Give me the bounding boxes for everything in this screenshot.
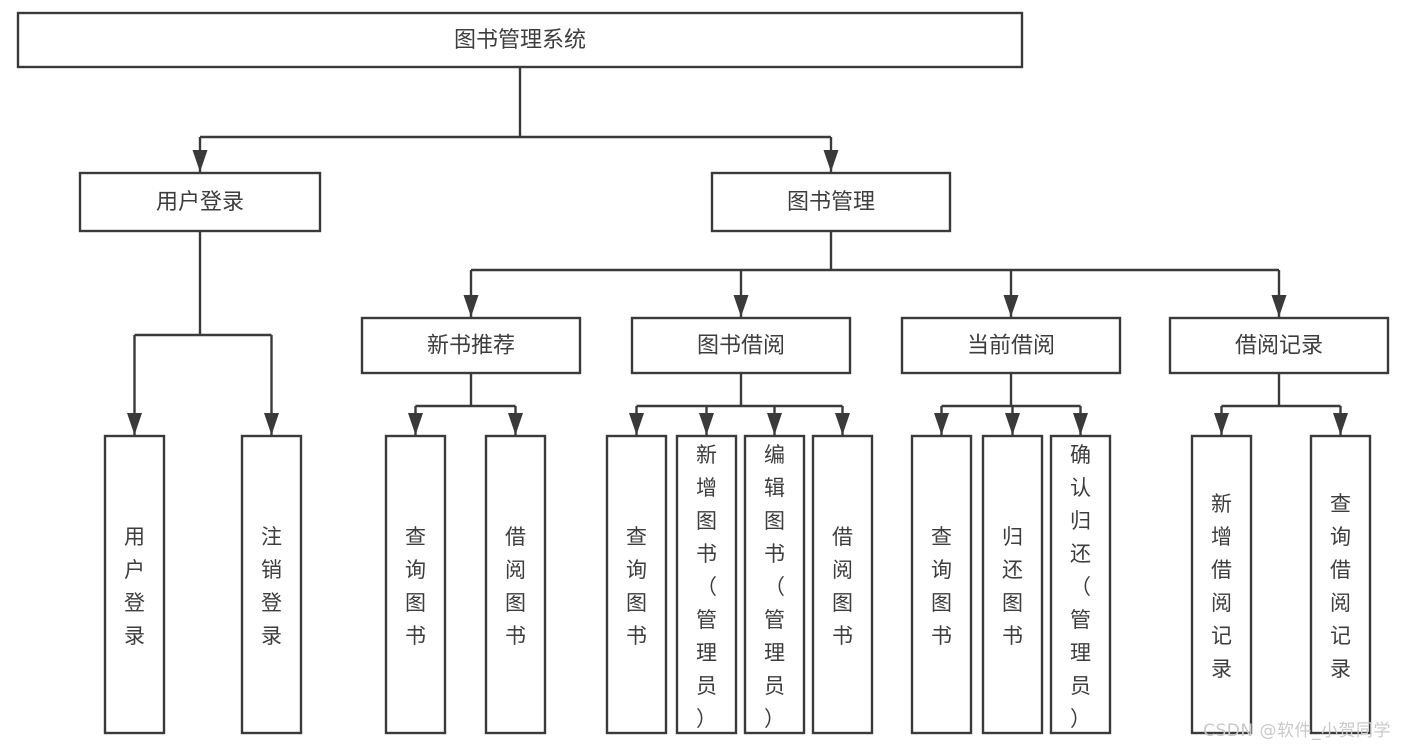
node-label: 新书推荐 [427, 334, 515, 359]
node-leaf-bb-query[interactable]: 查询图书 [605, 434, 668, 735]
node-label: 确认归还（管理员） [1070, 443, 1091, 731]
connector-group [127, 231, 279, 435]
node-box[interactable] [710, 171, 952, 233]
node-leaf-rec-add[interactable]: 新增借阅记录 [1190, 434, 1253, 735]
connector-group [629, 373, 850, 435]
arrow-head [508, 413, 523, 435]
node-l3-new-book[interactable]: 新书推荐 [360, 316, 582, 375]
node-label: 借阅图书 [832, 525, 853, 648]
connector-group [463, 231, 1287, 317]
node-label: 查询借阅记录 [1330, 492, 1351, 681]
node-leaf-bb-borrow[interactable]: 借阅图书 [811, 434, 874, 735]
node-label: 借阅图书 [505, 525, 526, 648]
arrow-head [629, 413, 644, 435]
arrow-head [1214, 413, 1229, 435]
node-leaf-cb-confirm[interactable]: 确认归还（管理员） [1049, 434, 1112, 735]
node-box[interactable] [1190, 434, 1253, 735]
node-layer: 图书管理系统用户登录图书管理新书推荐图书借阅当前借阅借阅记录用户登录注销登录查询… [16, 11, 1390, 735]
node-label: 查询图书 [626, 525, 647, 648]
arrow-head [733, 295, 749, 317]
node-leaf-user-login[interactable]: 用户登录 [103, 434, 166, 735]
node-label: 借阅记录 [1235, 334, 1323, 359]
node-label: 注销登录 [261, 525, 282, 648]
arrow-head [823, 150, 839, 172]
arrow-head [408, 413, 423, 435]
node-box[interactable] [743, 434, 806, 735]
arrow-head [767, 413, 782, 435]
arrow-head [934, 413, 949, 435]
node-leaf-logout[interactable]: 注销登录 [240, 434, 303, 735]
arrow-head [127, 413, 142, 435]
node-box[interactable] [811, 434, 874, 735]
node-box[interactable] [16, 11, 1024, 69]
node-label: 图书借阅 [697, 334, 785, 359]
node-label: 新增借阅记录 [1211, 492, 1232, 681]
node-l2-book-manage[interactable]: 图书管理 [710, 171, 952, 233]
node-box[interactable] [675, 434, 738, 735]
connector-layer [127, 67, 1348, 435]
node-box[interactable] [484, 434, 547, 735]
node-l2-user-login[interactable]: 用户登录 [78, 171, 322, 233]
arrow-head [192, 150, 208, 172]
node-l3-borrow[interactable]: 图书借阅 [630, 316, 852, 375]
arrow-head [835, 413, 850, 435]
node-leaf-cb-query[interactable]: 查询图书 [910, 434, 973, 735]
node-leaf-nb-query[interactable]: 查询图书 [384, 434, 447, 735]
node-label: 编辑图书（管理员） [764, 443, 785, 731]
arrow-head [699, 413, 714, 435]
arrow-head [463, 295, 479, 317]
arrow-head [1333, 413, 1348, 435]
node-leaf-rec-query[interactable]: 查询借阅记录 [1309, 434, 1372, 735]
node-box[interactable] [1049, 434, 1112, 735]
node-root[interactable]: 图书管理系统 [16, 11, 1024, 69]
node-box[interactable] [360, 316, 582, 375]
node-leaf-cb-return[interactable]: 归还图书 [981, 434, 1044, 735]
node-label: 查询图书 [405, 525, 426, 648]
arrow-head [1271, 295, 1287, 317]
node-l3-current[interactable]: 当前借阅 [900, 316, 1122, 375]
node-label: 归还图书 [1002, 525, 1023, 648]
node-box[interactable] [240, 434, 303, 735]
node-box[interactable] [1309, 434, 1372, 735]
node-leaf-bb-add[interactable]: 新增图书（管理员） [675, 434, 738, 735]
node-box[interactable] [1168, 316, 1390, 375]
node-label: 用户登录 [156, 190, 244, 215]
node-label: 当前借阅 [967, 334, 1055, 359]
node-box[interactable] [605, 434, 668, 735]
node-label: 用户登录 [124, 525, 145, 648]
node-box[interactable] [103, 434, 166, 735]
arrow-head [1005, 413, 1020, 435]
node-box[interactable] [910, 434, 973, 735]
node-label: 图书管理 [787, 190, 875, 215]
node-label: 新增图书（管理员） [696, 443, 717, 731]
node-box[interactable] [900, 316, 1122, 375]
node-leaf-bb-edit[interactable]: 编辑图书（管理员） [743, 434, 806, 735]
node-box[interactable] [630, 316, 852, 375]
node-box[interactable] [78, 171, 322, 233]
arrow-head [1003, 295, 1019, 317]
node-box[interactable] [981, 434, 1044, 735]
node-label: 查询图书 [931, 525, 952, 648]
connector-group [1214, 373, 1348, 435]
connector-group [192, 67, 839, 172]
node-label: 图书管理系统 [454, 28, 586, 53]
node-box[interactable] [384, 434, 447, 735]
arrow-head [264, 413, 279, 435]
node-l3-record[interactable]: 借阅记录 [1168, 316, 1390, 375]
connector-group [408, 373, 523, 435]
connector-group [934, 373, 1088, 435]
node-leaf-nb-borrow[interactable]: 借阅图书 [484, 434, 547, 735]
arrow-head [1073, 413, 1088, 435]
